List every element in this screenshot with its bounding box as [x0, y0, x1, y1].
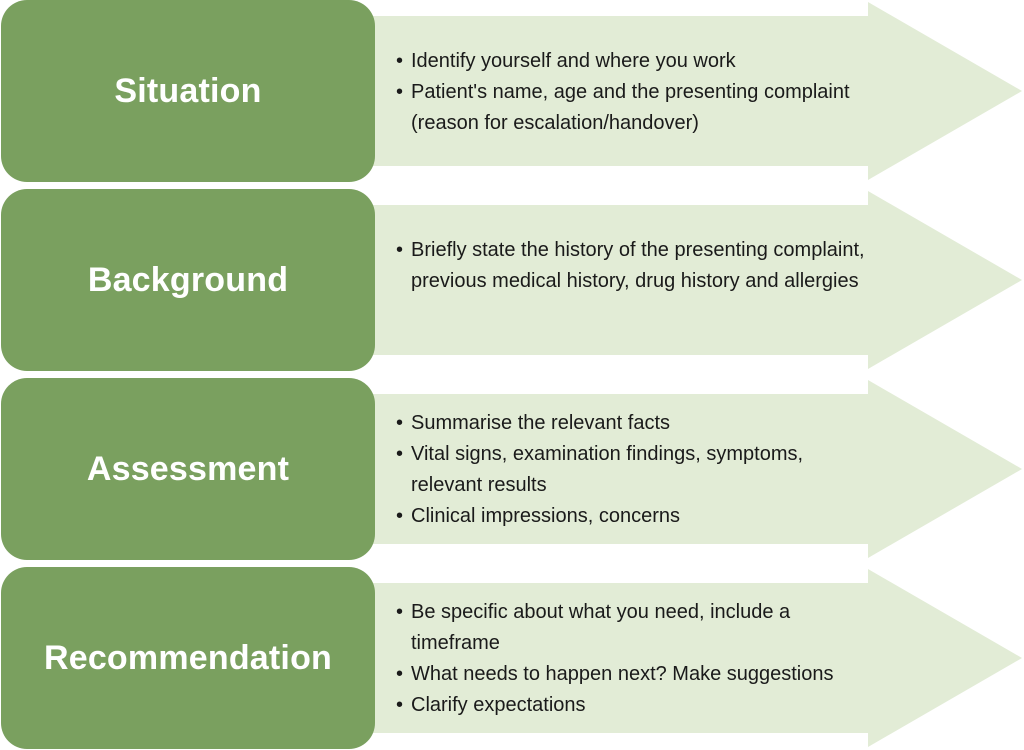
- assessment-bullet-list: • Summarise the relevant facts • Vital sig…: [396, 408, 876, 532]
- bullet-item: • Patient's name, age and the presenting …: [396, 77, 876, 139]
- bullet-item: • Summarise the relevant facts: [396, 408, 876, 439]
- arrow-polygon: [300, 191, 1022, 369]
- situation-bullet-list: • Identify yourself and where you work • P…: [396, 46, 876, 139]
- assessment-label-box: Assessment: [1, 378, 375, 560]
- bullet-item: • Identify yourself and where you work: [396, 46, 876, 77]
- arrow-shape: [300, 378, 1024, 560]
- sbar-row-situation: Situation • Identify yourself and where y…: [0, 0, 1024, 182]
- bullet-text: Clinical impressions, concerns: [411, 505, 680, 527]
- bullet-item: • Be specific about what you need, includ…: [396, 597, 876, 659]
- recommendation-title: Recommendation: [43, 638, 333, 677]
- bullet-icon: •: [396, 601, 404, 623]
- bullet-icon: •: [396, 50, 404, 72]
- bullet-item: • Clinical impressions, concerns: [396, 501, 876, 532]
- bullet-text: What needs to happen next? Make suggesti…: [411, 663, 834, 685]
- bullet-icon: •: [396, 239, 404, 261]
- bullet-text: Patient's name, age and the presenting c…: [411, 81, 850, 134]
- sbar-row-recommendation: Recommendation • Be specific about what y…: [0, 567, 1024, 749]
- bullet-text: Vital signs, examination findings, sympt…: [411, 443, 804, 496]
- recommendation-label-box: Recommendation: [1, 567, 375, 749]
- arrow-polygon: [300, 2, 1022, 180]
- background-label-box: Background: [1, 189, 375, 371]
- arrow-shape: [300, 0, 1024, 182]
- assessment-title: Assessment: [86, 449, 290, 488]
- bullet-icon: •: [396, 412, 404, 434]
- arrow-polygon: [300, 380, 1022, 558]
- situation-title: Situation: [114, 71, 262, 110]
- bullet-text: Be specific about what you need, include…: [411, 601, 791, 654]
- bullet-icon: •: [396, 81, 404, 103]
- arrow-polygon: [300, 569, 1022, 747]
- arrow-shape: [300, 567, 1024, 749]
- bullet-item: • Vital signs, examination findings, symp…: [396, 439, 876, 501]
- background-bullet-list: • Briefly state the history of the presen…: [396, 235, 876, 297]
- bullet-icon: •: [396, 443, 404, 465]
- bullet-text: Briefly state the history of the present…: [411, 239, 865, 292]
- bullet-item: • Clarify expectations: [396, 690, 876, 721]
- arrow-shape: [300, 189, 1024, 371]
- background-title: Background: [87, 260, 289, 299]
- bullet-icon: •: [396, 694, 404, 716]
- bullet-item: • What needs to happen next? Make suggest…: [396, 659, 876, 690]
- bullet-text: Identify yourself and where you work: [411, 50, 736, 72]
- situation-label-box: Situation: [1, 0, 375, 182]
- sbar-row-background: Background • Briefly state the history of…: [0, 189, 1024, 371]
- bullet-item: • Briefly state the history of the presen…: [396, 235, 876, 297]
- bullet-text: Clarify expectations: [411, 694, 586, 716]
- bullet-icon: •: [396, 505, 404, 527]
- recommendation-bullet-list: • Be specific about what you need, includ…: [396, 597, 876, 721]
- bullet-text: Summarise the relevant facts: [411, 412, 670, 434]
- bullet-icon: •: [396, 663, 404, 685]
- sbar-row-assessment: Assessment • Summarise the relevant facts…: [0, 378, 1024, 560]
